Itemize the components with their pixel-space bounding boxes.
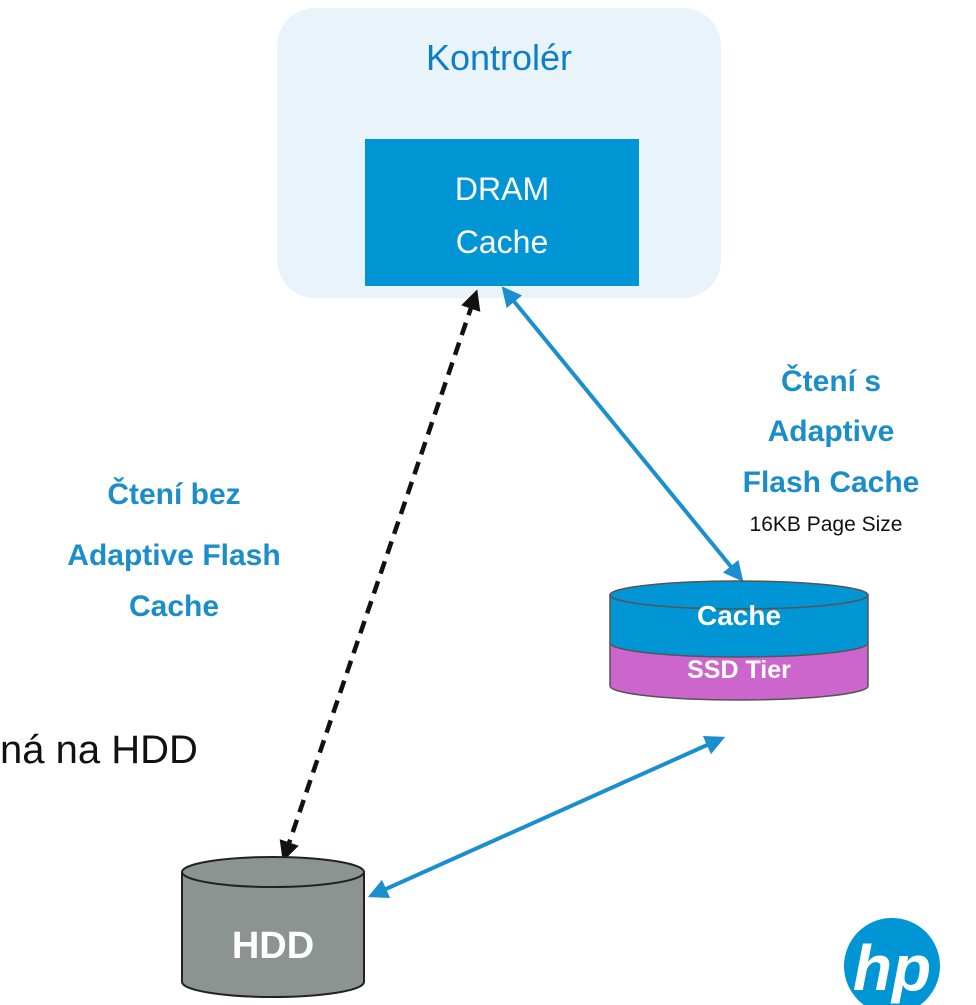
left-label-line3: Cache bbox=[129, 590, 219, 623]
right-label-line2: Adaptive bbox=[768, 415, 895, 448]
ssd-top-ellipse bbox=[609, 580, 869, 610]
ssd-tier-segment bbox=[609, 642, 869, 701]
ssd-to-dram-arrow bbox=[501, 286, 744, 582]
hdd-top-ellipse bbox=[181, 856, 365, 888]
hp-logo-circle bbox=[844, 918, 940, 1005]
ssd-cylinder: Cache SSD Tier bbox=[609, 580, 869, 701]
cut-off-slide-text: ná na HDD bbox=[0, 728, 198, 772]
read-without-afc-label: Čtení bez Adaptive Flash Cache bbox=[67, 477, 280, 623]
hdd-cylinder: HDD bbox=[181, 856, 365, 998]
hdd-body bbox=[181, 871, 365, 998]
dram-cache-box bbox=[365, 139, 639, 286]
hdd-label: HDD bbox=[232, 925, 314, 967]
right-label-line1: Čtení s bbox=[781, 364, 881, 398]
left-label-line1: Čtení bez bbox=[107, 477, 240, 511]
dram-label-line2: Cache bbox=[456, 224, 549, 260]
hp-logo-text: hp bbox=[853, 932, 931, 1004]
hdd-to-ssd-arrow bbox=[367, 735, 726, 899]
ssd-cache-label: Cache bbox=[697, 600, 781, 631]
hdd-to-dram-dashed-arrow bbox=[279, 289, 481, 862]
page-size-note: 16KB Page Size bbox=[750, 513, 903, 536]
dram-label-line1: DRAM bbox=[455, 171, 549, 207]
right-label-line3: Flash Cache bbox=[743, 466, 920, 499]
ssd-tier-label: SSD Tier bbox=[687, 656, 791, 684]
controller-title: Kontrolér bbox=[426, 37, 572, 78]
hp-logo: hp bbox=[844, 918, 940, 1005]
left-label-line2: Adaptive Flash bbox=[67, 539, 280, 572]
read-with-afc-label: Čtení s Adaptive Flash Cache 16KB Page S… bbox=[743, 364, 920, 536]
dram-cache-block: DRAM Cache bbox=[365, 139, 639, 286]
ssd-cache-segment bbox=[609, 594, 869, 658]
